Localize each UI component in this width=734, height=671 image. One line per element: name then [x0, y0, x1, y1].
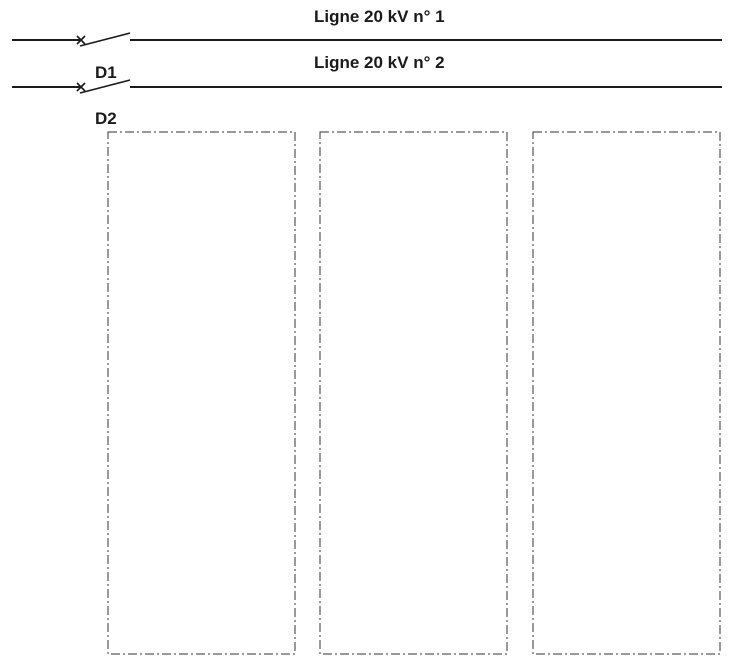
breaker-d1	[76, 32, 131, 47]
line-1-label: Ligne 20 kV n° 1	[314, 7, 445, 26]
breaker-d2-label: D2	[95, 109, 117, 128]
line-2-label: Ligne 20 kV n° 2	[314, 53, 445, 72]
feeder-1: ISC1a - b Poste livraison client 1 ISC4 …	[107, 131, 296, 655]
feeder-2: ISC2a - b Poste livraison client 2 ISC5 …	[319, 131, 508, 655]
substation-enclosure: ISC3a - b Poste livraison client 3 ISC6 …	[532, 131, 721, 655]
breaker-d1-label: D1	[95, 63, 117, 82]
substation-enclosure: ISC1a - b Poste livraison client 1 ISC4 …	[107, 131, 296, 655]
substation-enclosure: ISC2a - b Poste livraison client 2 ISC5 …	[319, 131, 508, 655]
breaker-d2	[76, 79, 131, 94]
feeder-3: ISC3a - b Poste livraison client 3 ISC6 …	[532, 131, 721, 655]
